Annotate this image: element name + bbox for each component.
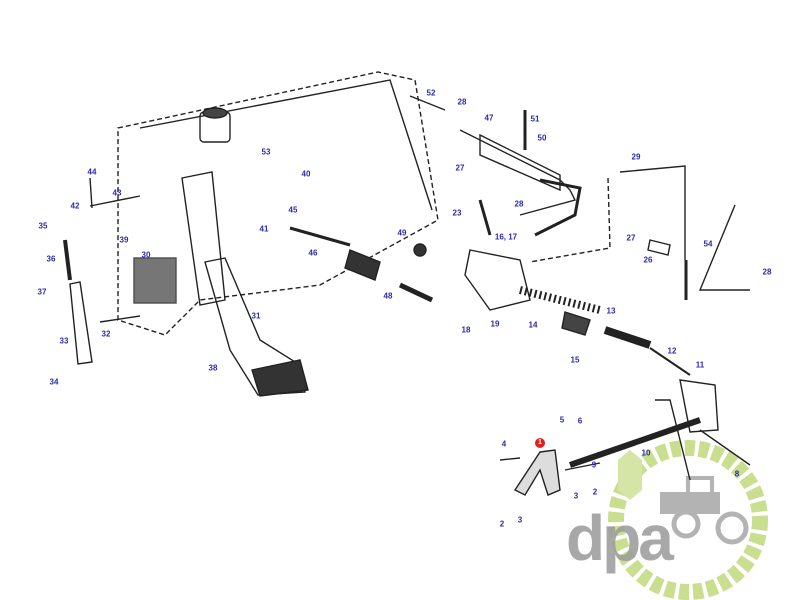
- callout-label: 46: [308, 248, 318, 258]
- callout-label: 10: [641, 448, 651, 458]
- callout-label: 44: [87, 167, 97, 177]
- callout-label: 39: [119, 235, 129, 245]
- callout-label: 23: [452, 208, 462, 218]
- callout-label: 36: [46, 254, 56, 264]
- callout-label: 16, 17: [494, 232, 518, 242]
- callout-label: 2: [592, 487, 598, 497]
- callout-label: 8: [734, 469, 740, 479]
- callout-label: 3: [517, 515, 523, 525]
- callout-label: 49: [397, 228, 407, 238]
- callout-label: 19: [490, 319, 500, 329]
- callout-label: 38: [208, 363, 218, 373]
- callout-label: 28: [514, 199, 524, 209]
- callout-label: 45: [288, 205, 298, 215]
- callout-label: 50: [537, 133, 547, 143]
- callout-label: 37: [37, 287, 47, 297]
- callout-label: 31: [251, 311, 261, 321]
- callout-label: 2: [499, 519, 505, 529]
- watermark-logo-text: dpa: [566, 502, 674, 574]
- watermark-logo: [608, 440, 768, 600]
- callout-label: 29: [631, 152, 641, 162]
- callout-label: 5: [559, 415, 565, 425]
- callout-label: 32: [101, 329, 111, 339]
- highlighted-callout-label: 1: [535, 438, 545, 448]
- callout-label: 47: [484, 113, 494, 123]
- callout-label: 28: [762, 267, 772, 277]
- callout-label: 9: [591, 460, 597, 470]
- callout-label: 13: [606, 306, 616, 316]
- callout-label: 3: [573, 491, 579, 501]
- callout-label: 42: [70, 201, 80, 211]
- callout-label: 53: [261, 147, 271, 157]
- callout-label: 28: [457, 97, 467, 107]
- callout-label: 51: [530, 114, 540, 124]
- callout-label: 43: [112, 188, 122, 198]
- callout-label: 27: [626, 233, 636, 243]
- callout-label: 54: [703, 239, 713, 249]
- callout-label: 18: [461, 325, 471, 335]
- callout-label: 14: [528, 320, 538, 330]
- callout-label: 30: [141, 250, 151, 260]
- callout-label: 12: [667, 346, 677, 356]
- callout-label: 40: [301, 169, 311, 179]
- callout-label: 48: [383, 291, 393, 301]
- callout-label: 35: [38, 221, 48, 231]
- callout-label: 15: [570, 355, 580, 365]
- callout-label: 4: [501, 439, 507, 449]
- callout-label: 11: [695, 360, 705, 370]
- callout-label: 6: [577, 416, 583, 426]
- callout-label: 33: [59, 336, 69, 346]
- callout-label: 26: [643, 255, 653, 265]
- callout-label: 52: [426, 88, 436, 98]
- callout-label: 34: [49, 377, 59, 387]
- parts-lines: [63, 71, 751, 496]
- callout-label: 41: [259, 224, 269, 234]
- callout-label: 27: [455, 163, 465, 173]
